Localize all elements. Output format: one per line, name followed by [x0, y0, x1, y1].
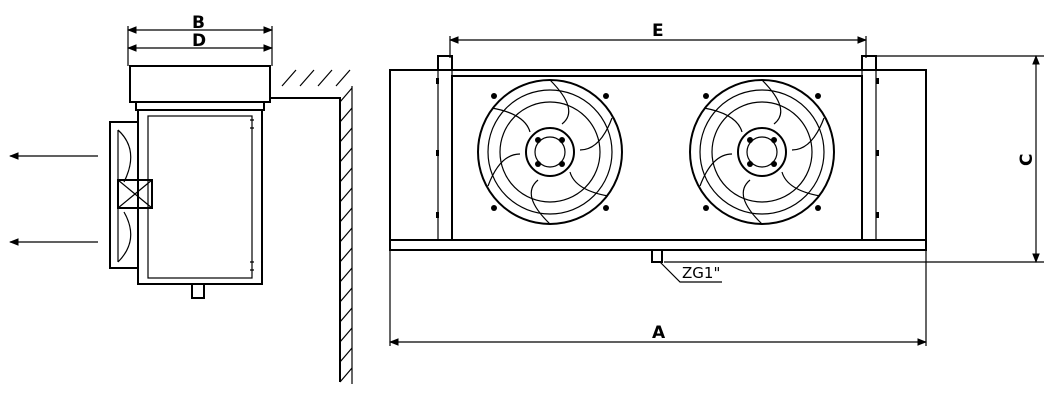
casing-inner-line — [147, 115, 253, 279]
fan-2-hub-inner — [746, 136, 778, 168]
top-bracket-right — [861, 55, 877, 70]
fan-1-blades — [487, 79, 613, 225]
fan-1-hub-inner — [534, 136, 566, 168]
unit-casing-side — [137, 109, 263, 285]
drain-leader — [659, 261, 722, 283]
fan-guard-side — [109, 121, 138, 269]
fan-2-blades — [699, 79, 825, 225]
wall-hatch — [281, 69, 353, 384]
motor-hub-side — [117, 179, 153, 209]
dim-label-c: C — [1017, 154, 1037, 166]
unit-body-front — [389, 69, 927, 241]
fan-1 — [477, 79, 623, 225]
fan-2-mount-points — [703, 93, 821, 211]
dim-label-a: A — [652, 323, 666, 343]
left-side-panel — [437, 69, 453, 241]
front-view: ZG1" E C A — [389, 21, 1044, 346]
drain-stub-side — [191, 283, 205, 299]
drain-label: ZG1" — [682, 264, 720, 282]
mounting-rail — [135, 101, 265, 111]
dim-label-e: E — [652, 21, 664, 41]
fan-1-ring — [487, 89, 613, 215]
fan-2-hub-bolts — [747, 137, 777, 167]
dim-extension-bd — [127, 26, 273, 66]
fan-1-ring-inner — [499, 101, 601, 203]
fan-2-ring-inner — [711, 101, 813, 203]
fan-panel — [451, 75, 863, 241]
fastener-marks — [436, 78, 879, 218]
drain-fitting — [651, 249, 663, 263]
bolt-marks — [250, 119, 254, 271]
motor-hub-cross — [117, 179, 153, 209]
right-side-panel — [861, 69, 877, 241]
dim-label-d: D — [192, 31, 206, 51]
fan-2-ring — [699, 89, 825, 215]
ceiling-line — [270, 97, 341, 382]
fan-1-hub-bolts — [535, 137, 565, 167]
fan-1-hub — [525, 127, 575, 177]
ceiling-hatch — [129, 65, 271, 103]
dim-extension-c — [664, 55, 1044, 263]
side-view: B D — [9, 13, 353, 384]
drip-tray — [389, 239, 927, 251]
fan-blade-side — [117, 129, 132, 263]
top-bracket-left — [437, 55, 453, 70]
dim-extension-a — [389, 250, 927, 346]
fan-1-mount-points — [491, 93, 609, 211]
dim-label-b: B — [192, 13, 205, 33]
fan-2-hub — [737, 127, 787, 177]
fan-2 — [689, 79, 835, 225]
